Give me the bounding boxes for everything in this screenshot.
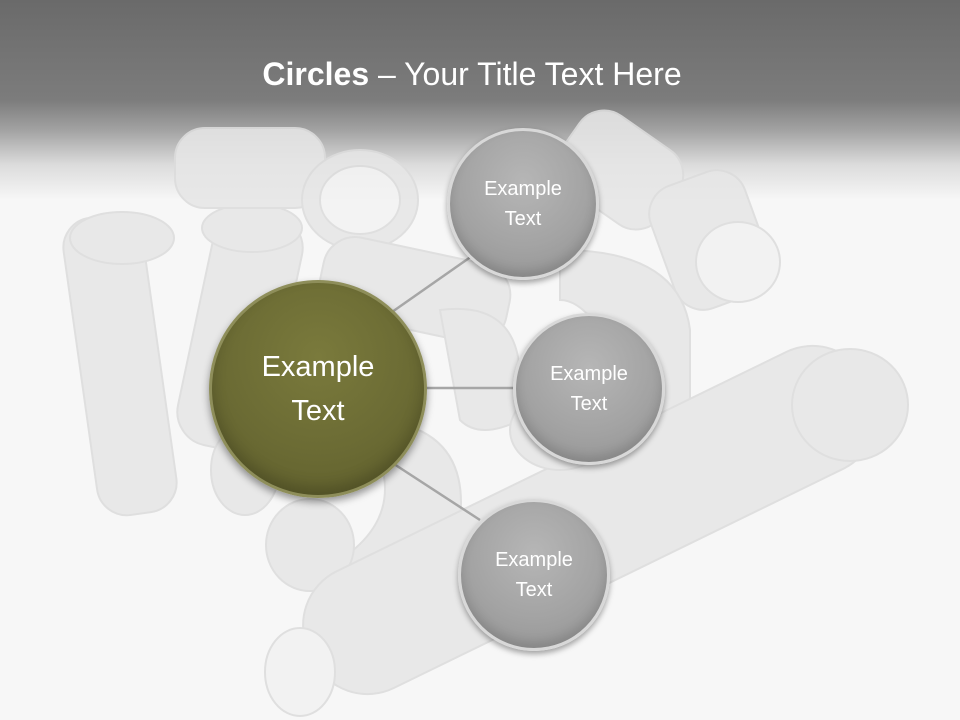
center-circle-label: Example Text: [261, 351, 375, 427]
connector-line-bottom: [393, 462, 481, 522]
title-rest: – Your Title Text Here: [369, 56, 682, 92]
slide-title: Circles – Your Title Text Here: [0, 52, 944, 96]
outer-circle-bottom[interactable]: Example Text: [458, 499, 610, 651]
outer-circle-top[interactable]: Example Text: [447, 128, 599, 280]
title-bold: Circles: [262, 56, 370, 92]
outer-circle-middle[interactable]: Example Text: [513, 313, 665, 465]
center-circle[interactable]: Example Text: [209, 280, 427, 498]
outer-circle-label: Example Text: [495, 549, 573, 601]
connector-line-top: [391, 254, 473, 314]
outer-circle-label: Example Text: [550, 363, 628, 415]
outer-circle-label: Example Text: [484, 178, 562, 230]
